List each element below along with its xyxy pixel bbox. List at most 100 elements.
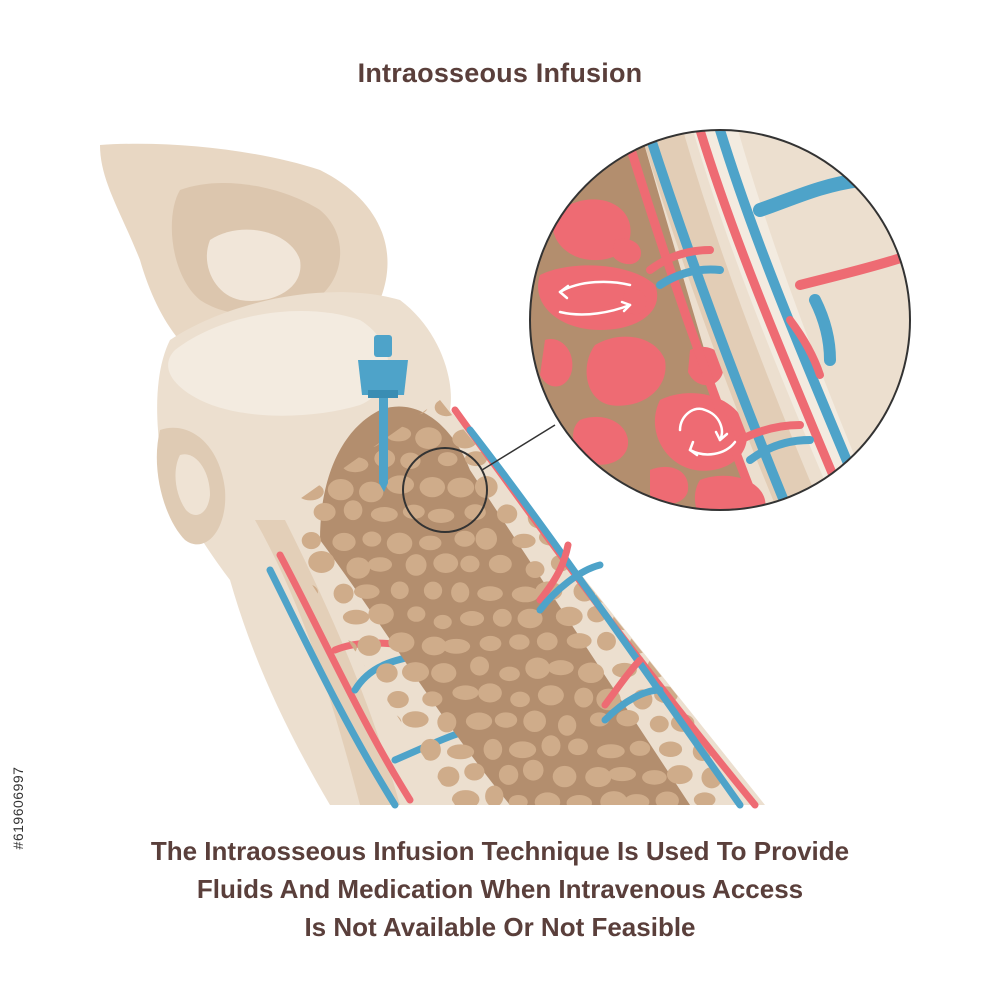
- marrow-cell: [699, 709, 726, 728]
- marrow-cell: [357, 635, 382, 656]
- marrow-cell: [464, 504, 486, 521]
- marrow-cell: [478, 683, 502, 703]
- marrow-cell: [541, 735, 561, 757]
- marrow-cell: [464, 763, 485, 781]
- marrow-cell: [433, 553, 459, 573]
- right-vessels: [451, 406, 759, 809]
- marrow-cell: [704, 554, 728, 576]
- marrow-cell: [437, 766, 460, 787]
- marrow-cell: [342, 609, 370, 625]
- marrow-cell: [522, 759, 544, 781]
- marrow-cell: [499, 666, 520, 682]
- intraosseous-needle-icon: [358, 335, 408, 492]
- marrow-cell: [703, 605, 725, 627]
- marrow-cell: [568, 738, 588, 756]
- marrow-cell: [388, 632, 415, 653]
- marrow-cell: [566, 794, 593, 805]
- marrow-cell: [511, 586, 540, 603]
- marrow-cell: [488, 554, 512, 574]
- marrow-cell: [597, 744, 625, 759]
- marrow-cell: [376, 663, 398, 683]
- marrow-cell: [647, 557, 670, 578]
- marrow-cell: [420, 738, 441, 761]
- marrow-cell: [671, 555, 698, 573]
- marrow-cell: [585, 767, 612, 788]
- marrow-cell: [608, 767, 637, 782]
- marrow-cell: [686, 530, 714, 552]
- marrow-cell: [508, 794, 528, 805]
- marrow-cell: [673, 608, 700, 625]
- marrow-cell: [451, 582, 470, 603]
- marrow-cell: [611, 559, 635, 578]
- marrow-cell: [296, 788, 317, 805]
- marrow-cell: [666, 765, 693, 785]
- marrow-cell: [427, 508, 455, 523]
- marrow-cell: [699, 657, 723, 680]
- marrow-cell: [498, 764, 519, 785]
- magnified-view: [529, 129, 911, 511]
- marrow-cell: [517, 608, 543, 629]
- marrow-cell: [402, 711, 429, 728]
- marrow-cell: [629, 740, 651, 756]
- marrow-cell: [437, 452, 458, 467]
- marrow-cell: [368, 603, 394, 625]
- marrow-cell: [327, 478, 354, 501]
- marrow-cell: [415, 427, 442, 450]
- marrow-cell: [407, 606, 426, 622]
- marrow-cell: [597, 479, 618, 500]
- marrow-cell: [629, 584, 649, 602]
- marrow-cell: [649, 613, 670, 629]
- marrow-cell: [402, 504, 425, 519]
- marrow-cell: [658, 741, 683, 757]
- marrow-cell: [600, 533, 624, 549]
- marrow-cell: [579, 504, 604, 527]
- marrow-cell: [477, 586, 503, 601]
- marrow-cell: [574, 687, 594, 708]
- marrow-cell: [576, 479, 595, 497]
- marrow-cell: [451, 790, 480, 805]
- marrow-cell: [313, 502, 336, 522]
- marrow-cell: [460, 555, 480, 573]
- marrow-cell: [693, 688, 715, 705]
- marrow-cell: [508, 741, 537, 759]
- marrow-cell: [537, 685, 564, 706]
- marrow-cell: [370, 507, 398, 522]
- marrow-cell: [367, 557, 393, 572]
- marrow-cell: [534, 792, 561, 805]
- marrow-cell: [496, 504, 518, 524]
- marrow-cell: [558, 505, 578, 522]
- marrow-cell: [521, 402, 547, 419]
- diagram-title: Intraosseous Infusion: [357, 58, 643, 88]
- marrow-cell: [401, 662, 430, 682]
- marrow-cell: [354, 584, 380, 599]
- marrow-cell: [308, 551, 335, 574]
- marrow-cell: [422, 691, 443, 707]
- marrow-cell: [547, 660, 574, 676]
- marrow-cell: [465, 712, 493, 730]
- marrow-cell: [662, 528, 682, 546]
- marrow-cell: [688, 632, 716, 651]
- caption-line-2: Fluids And Medication When Intravenous A…: [196, 874, 804, 904]
- marrow-cell: [537, 481, 559, 496]
- marrow-cell: [663, 638, 686, 657]
- marrow-cell: [387, 690, 409, 709]
- marrow-cell: [624, 532, 648, 547]
- marrow-cell: [446, 744, 475, 760]
- zoom-connector: [481, 424, 556, 471]
- marrow-cell: [386, 475, 415, 494]
- marrow-cell: [597, 631, 616, 651]
- marrow-cell: [362, 531, 382, 547]
- marrow-cell: [301, 531, 321, 550]
- marrow-cell: [556, 454, 578, 472]
- marrow-cell: [649, 715, 669, 733]
- marrow-cell: [459, 611, 485, 627]
- marrow-cell: [447, 477, 475, 498]
- marrow-cell: [623, 794, 650, 805]
- marrow-cell: [433, 614, 452, 630]
- marrow-cell: [470, 656, 490, 676]
- marrow-cell: [646, 505, 672, 525]
- marrow-cell: [419, 535, 442, 551]
- marrow-cell: [566, 633, 592, 649]
- marrow-cell: [480, 423, 502, 441]
- marrow-cell: [475, 527, 498, 550]
